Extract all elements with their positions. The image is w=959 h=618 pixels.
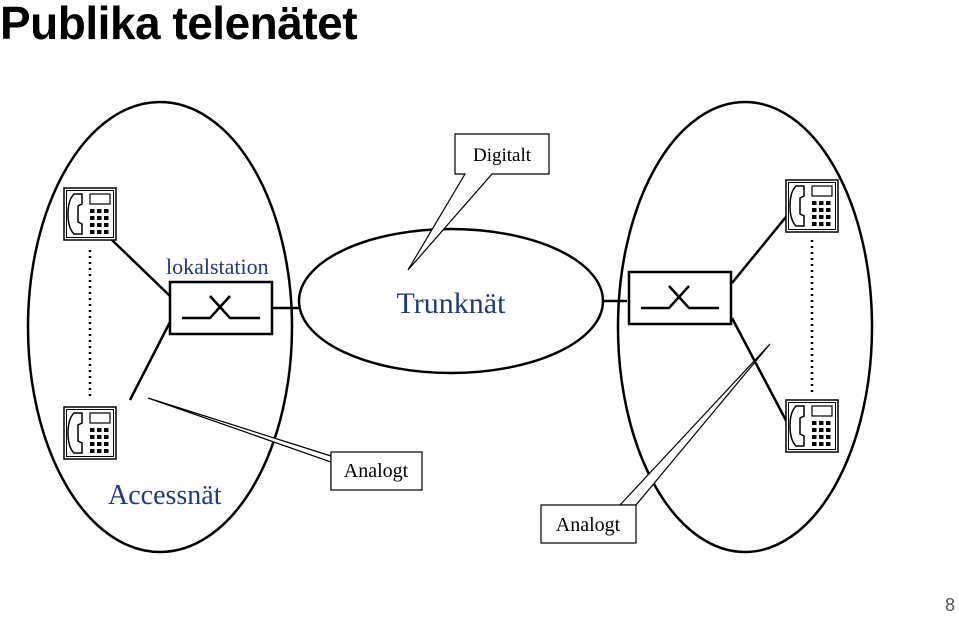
telephone-icon [63, 187, 117, 241]
slide-number: 8 [944, 595, 955, 615]
analog-label-right: Analogt [556, 514, 621, 536]
local-station-label: lokalstation [166, 254, 269, 279]
access-network-right [616, 100, 874, 554]
remote-station-switch-icon [627, 270, 733, 326]
digital-label: Digitalt [473, 145, 532, 166]
access-label: Accessnät [108, 480, 222, 511]
telephone-icon [785, 399, 839, 453]
analog-label-left: Analogt [344, 460, 409, 482]
access-network-left [26, 100, 294, 554]
telephone-icon [785, 179, 839, 233]
telephone-icon [63, 406, 117, 460]
local-station-switch-icon [168, 280, 274, 336]
trunk-label: Trunknät [397, 287, 507, 320]
slide-title: Publika telenätet [0, 0, 358, 49]
